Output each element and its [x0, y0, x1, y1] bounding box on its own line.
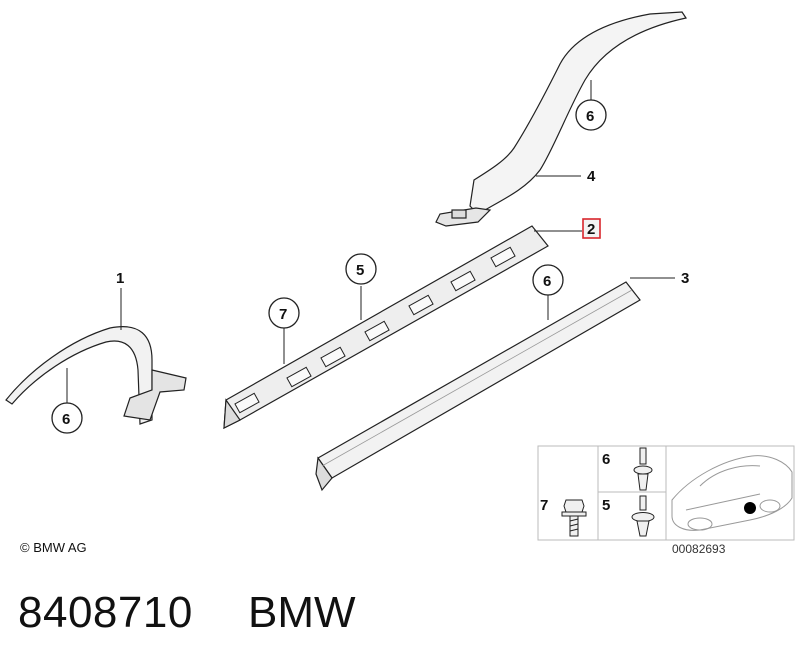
callout-4: 4 — [587, 168, 596, 185]
inset-label-5: 5 — [602, 497, 610, 514]
callout-6-front-label: 6 — [62, 411, 70, 428]
brand-name: BMW — [248, 588, 356, 637]
part-number: 8408710 — [18, 588, 193, 637]
sill-carrier — [223, 225, 549, 430]
diagram-code: 00082693 — [672, 542, 726, 556]
callout-6-front: 6 — [51, 402, 83, 434]
callout-3: 3 — [681, 270, 689, 287]
callout-7: 7 — [268, 297, 300, 329]
rear-arch-trim — [435, 11, 687, 227]
copyright-notice: © BMW AG — [20, 540, 87, 555]
inset-label-6: 6 — [602, 451, 610, 468]
car-location-icon — [671, 455, 793, 531]
location-marker-icon — [744, 502, 756, 514]
front-arch-trim — [5, 326, 187, 425]
clip-6-icon — [633, 447, 653, 491]
screw-7-icon — [561, 499, 587, 537]
callout-6-sill-label: 6 — [543, 273, 551, 290]
callout-6-top: 6 — [575, 99, 607, 131]
clip-5-icon — [631, 495, 655, 537]
leader-lines — [66, 80, 675, 404]
callout-1: 1 — [116, 270, 124, 287]
inset-label-7: 7 — [540, 497, 548, 514]
callout-2: 2 — [587, 221, 595, 238]
sill-cover-strip — [315, 281, 641, 492]
callout-2-highlighted: 2 — [582, 218, 601, 239]
callout-5: 5 — [345, 253, 377, 285]
callout-6-top-label: 6 — [586, 108, 594, 125]
callout-7-label: 7 — [279, 306, 287, 323]
callout-5-label: 5 — [356, 262, 364, 279]
fastener-inset: 6 5 7 — [537, 445, 795, 556]
callout-6-sill: 6 — [532, 264, 564, 296]
